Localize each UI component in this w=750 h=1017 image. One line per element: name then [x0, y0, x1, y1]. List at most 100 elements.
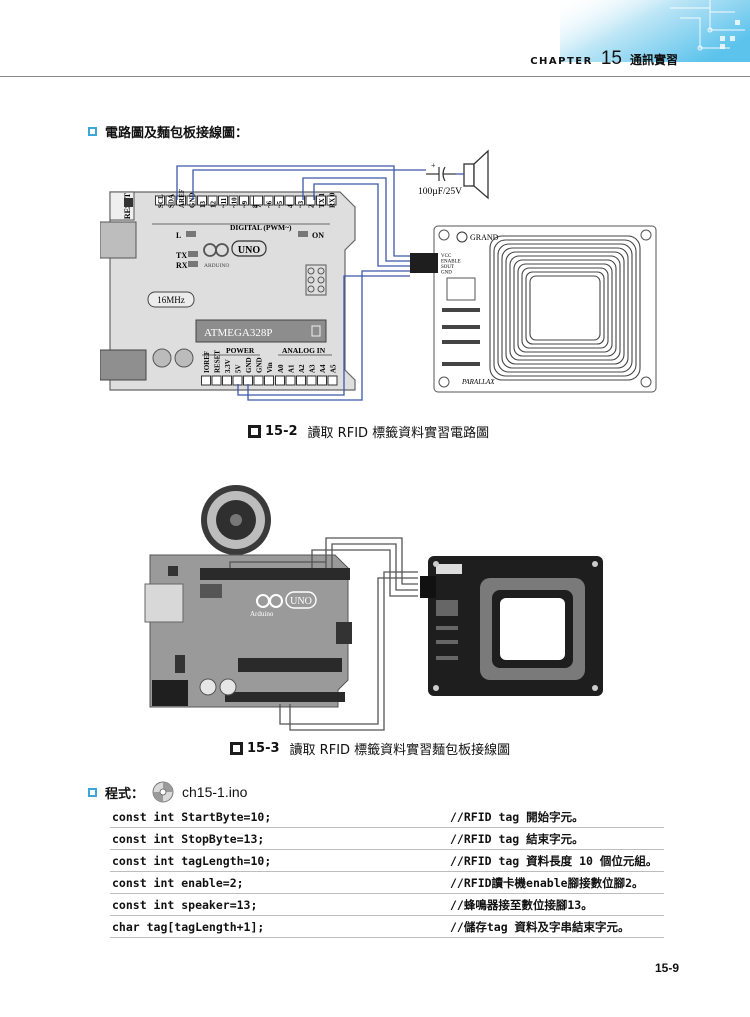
header-pin — [295, 195, 305, 206]
header-pin — [253, 375, 264, 386]
coil-turn — [525, 271, 605, 345]
grand-label: GRAND — [470, 233, 499, 242]
header-pin — [305, 195, 316, 206]
rfid-antenna-coil — [489, 235, 641, 381]
program-section-heading: 程式： ch15-1.ino — [88, 781, 247, 803]
digital-label: DIGITAL (PWM~) — [230, 223, 292, 232]
usb-connector — [100, 221, 137, 259]
pin-label: 3.3V — [224, 359, 232, 373]
coil-turn — [509, 255, 621, 361]
arduino-label: ARDUINO — [204, 263, 229, 269]
breadboard-wires — [229, 537, 418, 731]
pin-label: ~3 — [297, 200, 305, 208]
pin-label: A3 — [309, 364, 317, 373]
code-comment: //RFID tag 開始字元。 — [450, 806, 664, 828]
parallax-label: PARALLAX — [461, 378, 495, 386]
program-file-name: ch15-1.ino — [182, 784, 248, 800]
code-statement: char tag[tagLength+1]; — [110, 915, 450, 938]
cd-disc-icon — [152, 781, 174, 803]
analog-label: ANALOG IN — [282, 346, 326, 355]
header-pin — [176, 195, 186, 206]
coil-turn — [489, 235, 641, 381]
chapter-word: CHAPTER — [530, 56, 593, 67]
figure-caption-15-3: 15-3 讀取 RFID 標籤資料實習麵包板接線圖 — [230, 739, 510, 758]
header-pin — [155, 195, 165, 206]
figure-number: 15-2 — [265, 424, 298, 439]
program-heading-text: 程式： — [105, 786, 145, 802]
header-pin — [264, 375, 274, 386]
grand-logo-icon: GRAND — [456, 231, 499, 243]
pin-label: SDA — [168, 194, 176, 208]
power-jack — [100, 349, 147, 381]
header-pin — [316, 195, 326, 206]
dc-jack — [152, 680, 188, 706]
header-pin — [207, 195, 218, 206]
arduino-infinity-icon — [256, 594, 283, 608]
coil-turn — [501, 247, 629, 369]
header-pin — [211, 375, 222, 386]
figure-title: 讀取 RFID 標籤資料實習電路圖 — [307, 426, 490, 441]
pin-label: GND — [245, 357, 253, 373]
pin-label: GND — [256, 357, 264, 373]
header-pin — [317, 375, 327, 386]
code-line: const int tagLength=10;//RFID tag 資料長度 1… — [110, 849, 664, 872]
header-pin — [327, 375, 338, 386]
header-pin — [165, 195, 176, 206]
tx-led — [188, 251, 198, 257]
pin-label: RX 0 — [329, 192, 337, 208]
pin-label: A2 — [298, 364, 306, 373]
coil-turn — [513, 259, 617, 357]
code-statement: const int speaker=13; — [110, 893, 450, 916]
pin-label: A4 — [319, 364, 327, 373]
bullet-square-icon — [88, 127, 97, 136]
code-listing: const int StartByte=10;//RFID tag 開始字元。c… — [110, 806, 664, 938]
coil-turn — [493, 239, 637, 377]
reset-button — [124, 198, 133, 207]
code-comment: //蜂鳴器接至數位接腳13。 — [450, 893, 664, 916]
pin-label: SCL — [157, 194, 165, 208]
header-pin — [218, 195, 228, 206]
pin-label: A0 — [277, 364, 285, 373]
chapter-header: CHAPTER 15 通訊實習 — [530, 48, 678, 70]
code-line: const int StartByte=10;//RFID tag 開始字元。 — [110, 806, 664, 828]
l-led-label: L — [176, 231, 181, 240]
pin-label: TX 1 — [318, 193, 326, 208]
icsp-pins — [336, 622, 352, 644]
coil-turn — [517, 263, 613, 353]
rfid-pin-label: SOUT — [441, 265, 454, 270]
mount-hole-br — [640, 376, 652, 388]
on-led — [298, 231, 308, 237]
code-comment: //RFID讀卡機enable腳接數位腳2。 — [450, 871, 664, 894]
header-pin — [232, 375, 243, 386]
bb-arduino-label: Arduino — [250, 610, 274, 618]
rfid-components — [442, 308, 480, 366]
power-label: POWER — [226, 346, 255, 355]
usb-port — [144, 583, 184, 623]
breadboard-illustration: UNO Arduino — [144, 485, 603, 731]
l-led — [186, 231, 196, 237]
digital-header — [200, 568, 350, 580]
bottom-header-pins — [201, 375, 338, 386]
pin-label: A5 — [330, 364, 338, 373]
code-statement: const int StartByte=10; — [110, 806, 450, 828]
atmega-chip — [195, 319, 327, 343]
header-pin — [186, 195, 197, 206]
pin-label: ~11 — [220, 197, 228, 208]
corner-decoration — [560, 0, 750, 62]
pin-label: GND — [189, 192, 197, 208]
bb-uno-label: UNO — [290, 596, 312, 607]
code-statement: const int StopByte=13; — [110, 827, 450, 850]
header-pin — [243, 375, 253, 386]
pin-label: 12 — [210, 201, 218, 209]
mount-hole-tl — [438, 229, 450, 241]
pin-label: ~9 — [241, 200, 249, 208]
crystal-label: 16MHz — [157, 295, 185, 305]
pin-label: ~6 — [266, 200, 274, 208]
pin-label: 2 — [308, 204, 316, 208]
header-pin — [201, 375, 211, 386]
pin-label: Vin — [266, 362, 274, 373]
page-number: 15-9 — [655, 961, 680, 975]
rfid-pin-label: GND — [441, 271, 452, 276]
